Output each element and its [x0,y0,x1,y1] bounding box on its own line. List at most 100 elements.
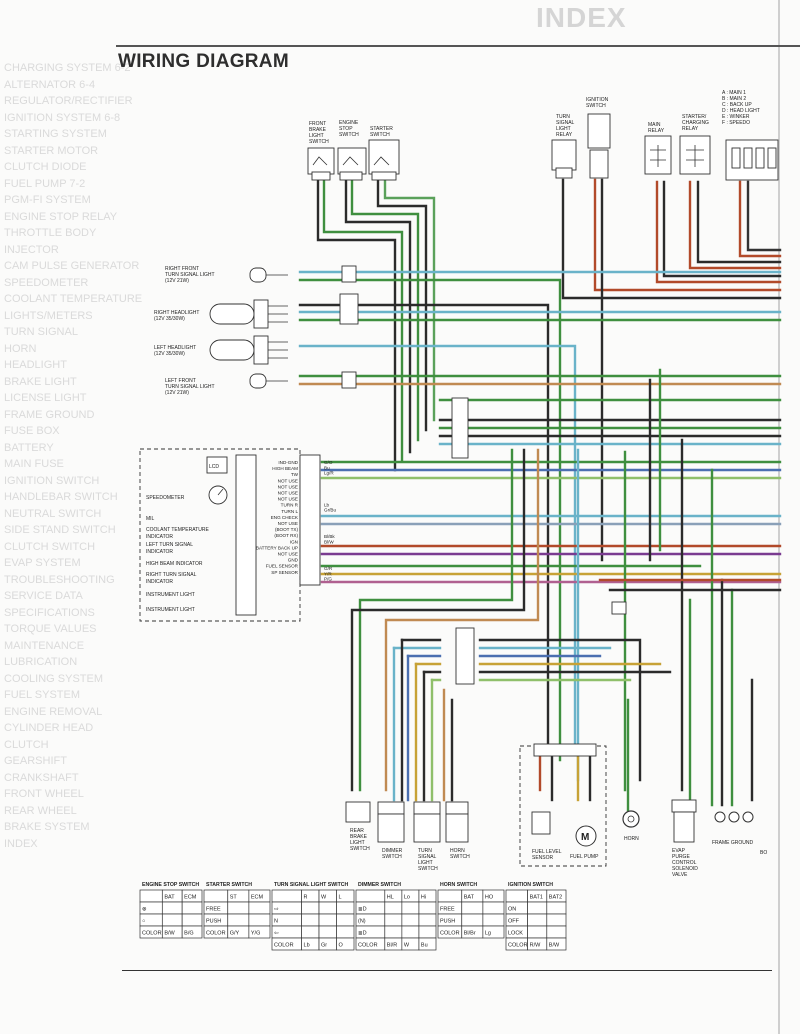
headlight-connectors [339,265,627,685]
meter-wire-code: Gr/Bu [324,508,336,513]
switch-table-text: ECM [251,895,264,901]
switch-table-text: Hi [421,895,426,901]
switch-table-cell [301,901,320,915]
bleed-through-line: CAM PULSE GENERATOR [4,260,140,272]
switch-table-text: B/W [549,943,560,949]
bleed-through-line: IGNITION SYSTEM 6-8 [4,111,121,124]
bleed-through-line: TORQUE VALUES [4,623,97,635]
switch-table-text: FREE [440,907,455,913]
switch-table-text: BAT2 [549,895,562,901]
switch-table-text: Gr [321,943,327,949]
bleed-through-line: FRAME GROUND [4,408,95,421]
switch-table-text: N [274,919,278,925]
bleed-through-index-title: INDEX [536,2,627,33]
bleed-through-line: ALTERNATOR 6-4 [4,78,96,91]
bottom-rule [122,970,772,971]
switch-table-cell [227,913,250,927]
switch-table-text: ⇨ [274,907,279,913]
switch-table-cell [336,937,355,951]
switch-table-cell [181,901,203,915]
meter-indicator-label: INSTRUMENT LIGHT [146,592,195,598]
bleed-through-line: CHARGING SYSTEM 6-2 [4,62,131,74]
switch-table-title: IGNITION SWITCH [508,882,553,888]
meter-pin-label: IND-GND [278,460,298,465]
switch-table-text: ECM [184,895,197,901]
bleed-through-line: NEUTRAL SWITCH [4,507,102,520]
switch-table-cell [418,913,437,927]
bleed-through-line: INJECTOR [4,243,59,256]
meter-wire-code: P/G [324,577,332,582]
switch-table-text: Bl/Br [464,931,476,937]
switch-table-cell [318,901,337,915]
switch-table-text: Y/G [251,931,260,937]
svg-text:BO: BO [760,850,767,856]
switch-table-text: BAT [164,895,175,901]
svg-text:LEFT HEADLIGHT(12V 35/30W): LEFT HEADLIGHT(12V 35/30W) [154,345,196,357]
meter-pin-label: NOT USE [278,491,298,496]
meter-wire-code: Y/R [324,571,332,576]
switch-table-text: R/W [530,943,542,949]
bleed-through-line: MAINTENANCE [4,639,85,652]
switch-table-cell [401,913,420,927]
bleed-through-line: ENGINE REMOVAL [4,705,103,718]
switch-table-cell [527,913,548,927]
meter-wire-code: G/R [324,566,333,571]
switch-table-cell [161,901,183,915]
switch-table-cell [418,901,437,915]
title-rule [116,45,800,47]
svg-text:HORN: HORN [624,836,639,842]
bleed-through-line: HORN [4,342,37,355]
switch-table-text: HL [387,895,394,901]
switch-table-text: COLOR [142,931,162,937]
switch-table-cell [546,937,567,951]
switch-table-text: COLOR [206,931,226,937]
switch-table-cell [161,913,183,927]
meter-indicator-label: INDICATOR [146,549,173,555]
switch-table-cell [461,901,484,915]
bleed-through-line: HANDLEBAR SWITCH [4,491,118,503]
switch-table-text: Lg [485,931,491,937]
switch-table-cell [461,913,484,927]
bleed-through-line: STARTING SYSTEM [4,128,107,140]
switch-table-text: COLOR [358,943,378,949]
svg-text:M: M [581,832,589,843]
switch-table-text: ST [230,895,238,901]
switch-table-text: (N) [358,919,366,925]
switch-table-cell [336,913,355,927]
switch-table-cell [318,913,337,927]
meter-pin-label: GND [288,558,299,563]
bleed-through-line: SPECIFICATIONS [4,606,95,619]
bleed-through-line: COOLING SYSTEM [4,672,104,685]
meter-pin-label: TURN R [281,503,299,508]
bleed-through-line: MAIN FUSE [4,458,64,470]
meter-pin-label: BATTERY BACK UP [256,545,298,550]
switch-table-text: O [339,943,344,949]
switch-table-cell [139,889,163,903]
meter-indicator-label: COOLANT TEMPERATURE [146,527,209,533]
meter-indicator-label: INSTRUMENT LIGHT [146,607,195,613]
switch-table-text: ON [508,907,516,913]
fuse-box [725,139,779,181]
bleed-through-line: CYLINDER HEAD [4,722,94,734]
switch-table-text: OFF [508,919,520,925]
switch-table-cell [384,925,403,939]
